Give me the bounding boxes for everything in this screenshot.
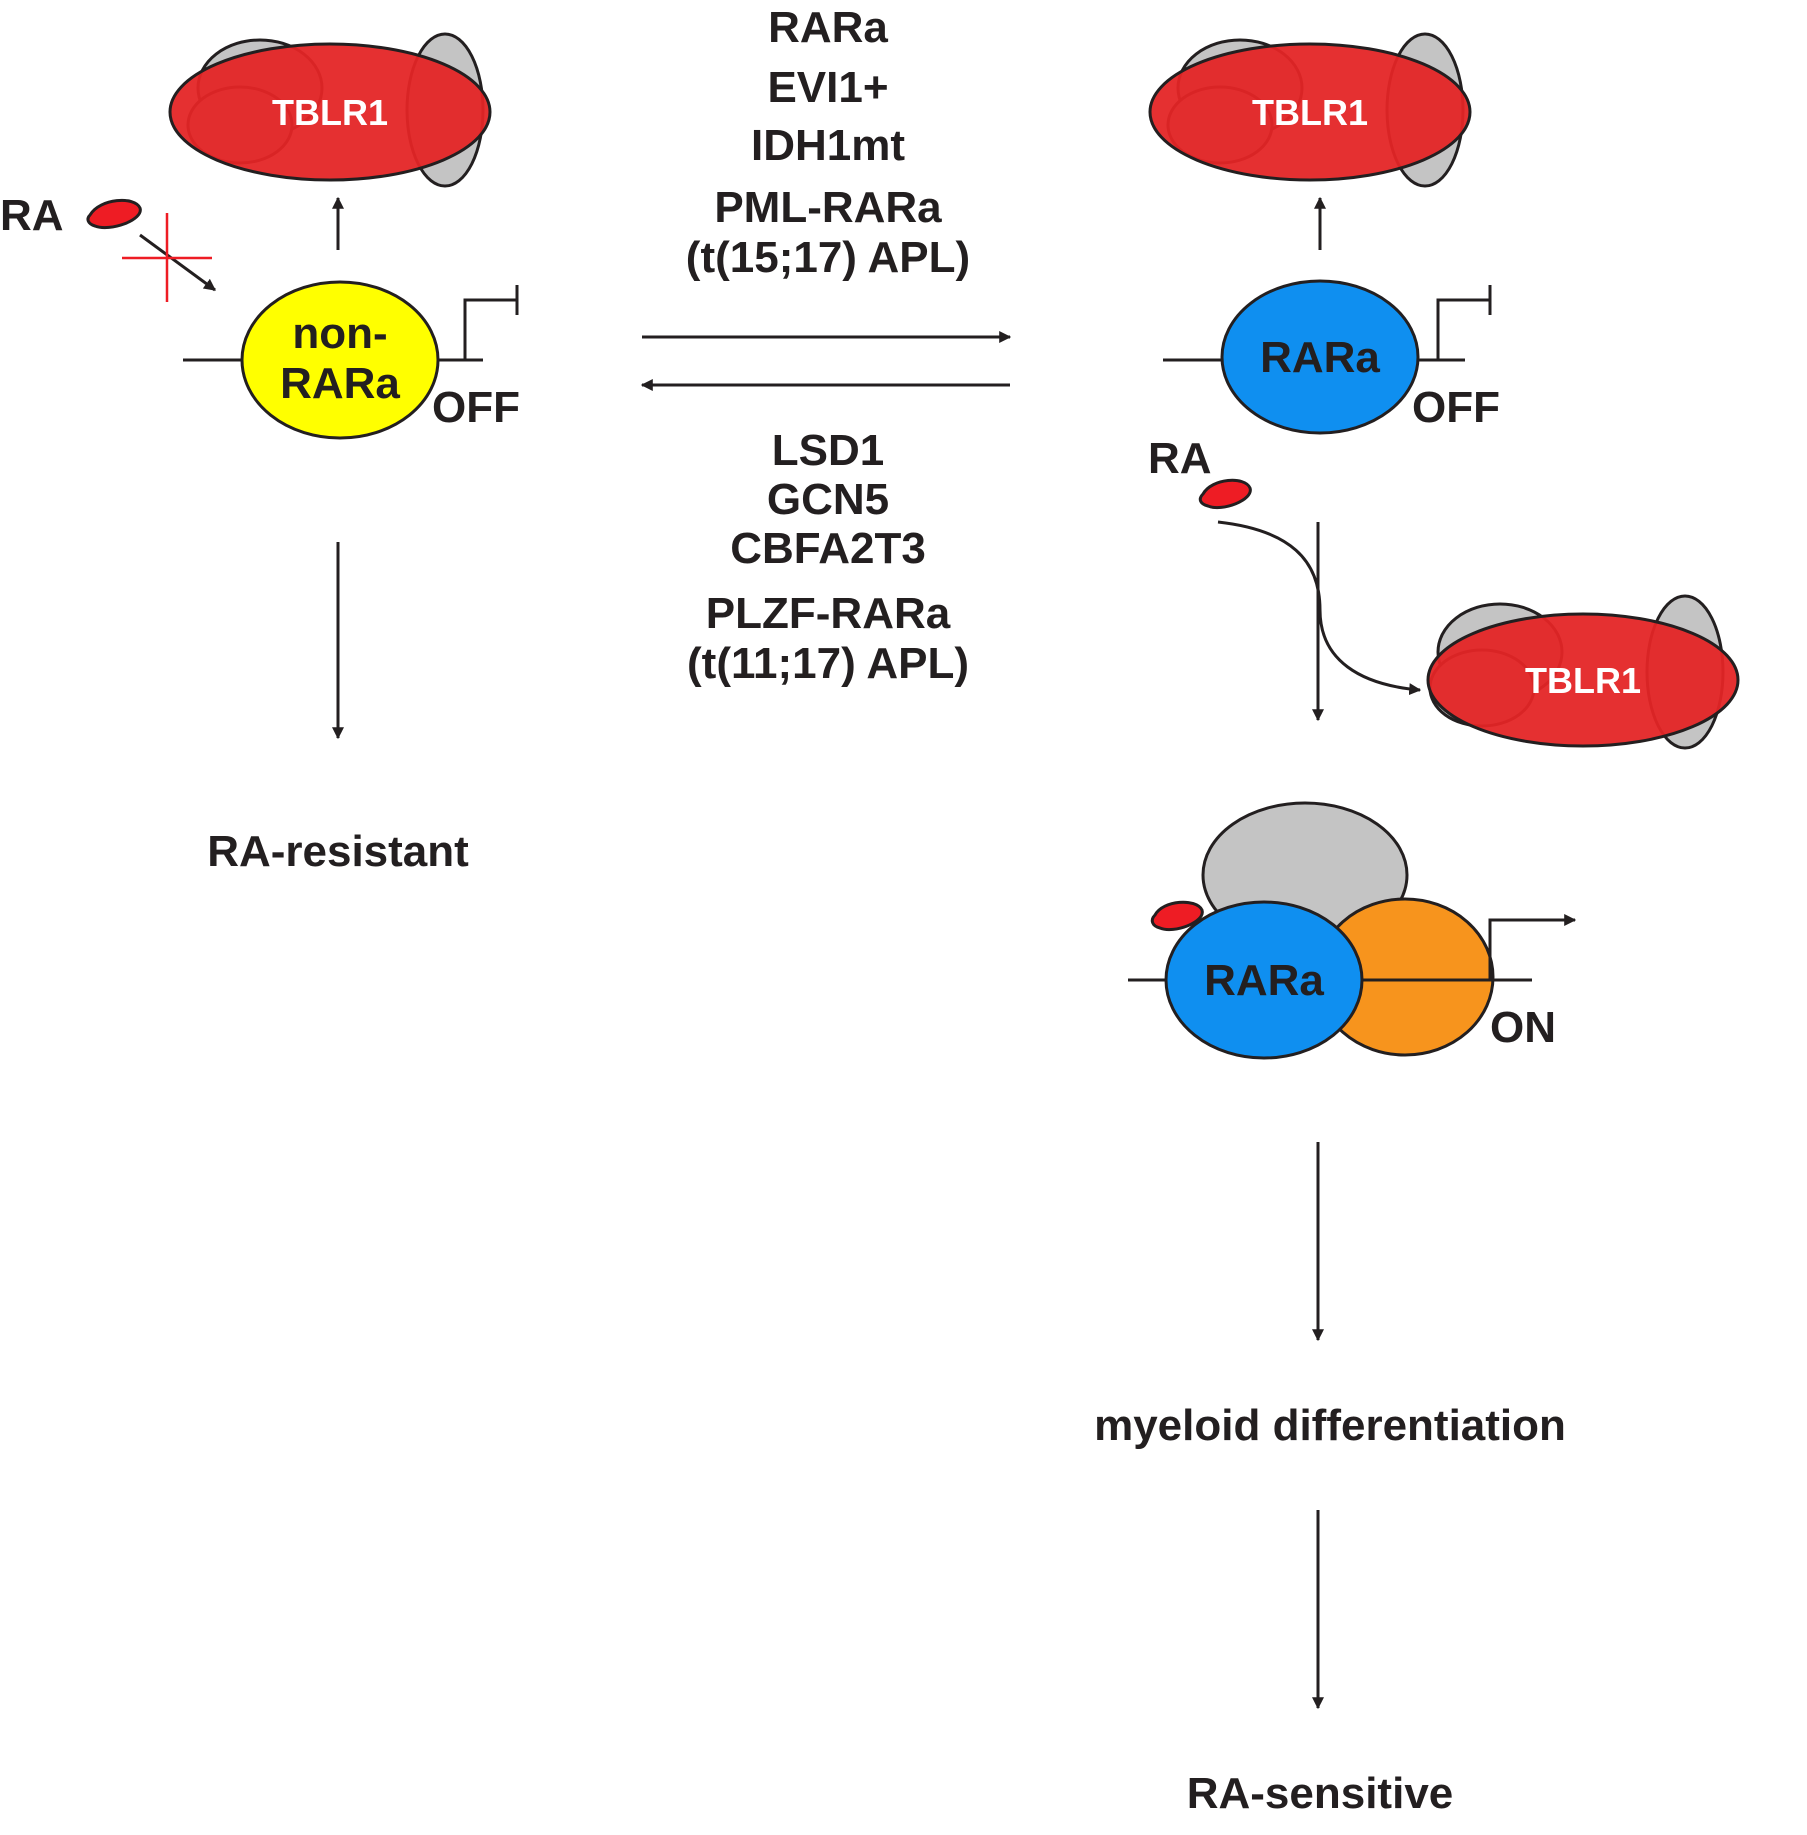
tblr1-complex-left: TBLR1 (168, 32, 492, 188)
ra-ligand-bound (1150, 900, 1204, 931)
off-label-left: OFF (432, 383, 520, 432)
forward-factor: RARa (768, 3, 888, 52)
tblr1-complex-released: TBLR1 (1426, 594, 1740, 750)
non-rara-label-line1: non- (292, 309, 387, 358)
tblr1-label-left: TBLR1 (272, 92, 388, 133)
myeloid-differentiation-label: myeloid differentiation (1094, 1401, 1566, 1450)
promoter-on (1488, 914, 1577, 980)
forward-factor: IDH1mt (751, 121, 905, 170)
rara-receptor-on (1164, 900, 1364, 1060)
ra-ligand-left (86, 198, 142, 230)
forward-factor: EVI1+ (767, 63, 888, 112)
tblr1-label-released: TBLR1 (1525, 660, 1641, 701)
off-label-right: OFF (1412, 383, 1500, 432)
rara-label-off: RARa (1260, 333, 1380, 382)
reverse-factor: LSD1 (772, 426, 884, 475)
ra-sensitive-label: RA-sensitive (1187, 1769, 1454, 1818)
tblr1-label-right: TBLR1 (1252, 92, 1368, 133)
promoter-off-left (463, 285, 519, 360)
reverse-factor: CBFA2T3 (730, 524, 926, 573)
active-complex: RARa ON (1128, 801, 1577, 1060)
ra-label-right: RA (1148, 434, 1212, 483)
reverse-factor: PLZF-RARa (706, 589, 951, 638)
non-rara-label-line2: RARa (280, 359, 400, 408)
promoter-off-right (1436, 285, 1492, 360)
forward-factor: (t(15;17) APL) (686, 233, 970, 282)
forward-factor: PML-RARa (714, 183, 942, 232)
tblr1-complex-right: TBLR1 (1148, 32, 1472, 188)
on-label: ON (1490, 1003, 1556, 1052)
release-arrow (1217, 520, 1422, 696)
rara-label-on: RARa (1204, 956, 1324, 1005)
non-rara-receptor (240, 280, 440, 440)
ra-ligand-right (1198, 478, 1252, 509)
ra-resistant-label: RA-resistant (207, 827, 469, 876)
reverse-factor: (t(11;17) APL) (687, 639, 969, 688)
forward-factors: RARa EVI1+ IDH1mt PML-RARa (t(15;17) APL… (686, 3, 970, 282)
blocked-arrow-left (139, 233, 216, 292)
rara-receptor-off (1220, 279, 1420, 435)
reverse-factor: GCN5 (767, 475, 889, 524)
ra-label-left: RA (0, 191, 64, 240)
reverse-factors: LSD1 GCN5 CBFA2T3 PLZF-RARa (t(11;17) AP… (687, 426, 969, 688)
